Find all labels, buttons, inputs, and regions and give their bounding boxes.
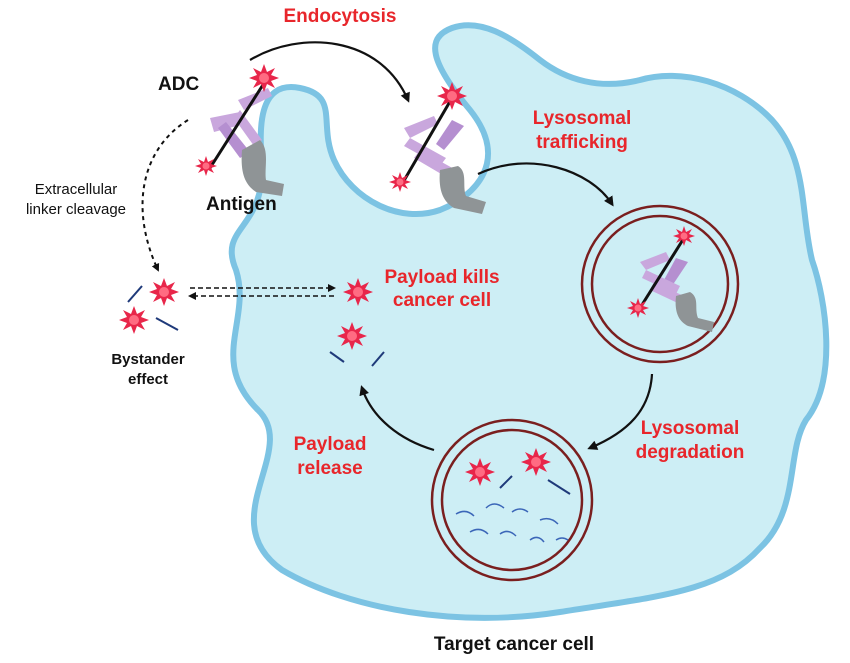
degradation-lysosome-inner [440, 428, 584, 572]
label-lysosomal-trafficking-line1: Lysosomal [533, 108, 632, 129]
label-lysosomal-degradation-line1: Lysosomal [641, 418, 740, 439]
adc-molecule-lysosome [627, 226, 714, 332]
released-payload [329, 278, 385, 367]
degraded-fragments [455, 448, 571, 543]
bystander-payload [119, 278, 179, 334]
label-lysosomal-trafficking-line2: trafficking [536, 132, 628, 153]
label-extracellular-line1: Extracellular [35, 181, 118, 198]
label-extracellular-line2: linker cleavage [26, 201, 126, 218]
lysosome-outer-ring [580, 204, 740, 364]
label-payload-release-line1: Payload [294, 434, 367, 455]
lysosome-inner-ring [590, 214, 730, 354]
cancer-cell-membrane [228, 22, 830, 621]
label-adc: ADC [158, 74, 199, 95]
release-arrow [359, 385, 435, 452]
label-bystander-line2: effect [128, 371, 168, 388]
trafficking-arrow [477, 162, 614, 207]
degradation-lysosome-outer [430, 418, 594, 582]
extracellular-cleavage-arrow [141, 119, 189, 272]
adc-molecule-extracellular [195, 64, 284, 196]
label-antigen: Antigen [206, 194, 277, 215]
label-bystander-line1: Bystander [111, 351, 185, 368]
label-lysosomal-degradation-line2: degradation [636, 442, 745, 463]
label-payload-kills-line1: Payload kills [384, 267, 499, 288]
label-payload-release-line2: release [297, 458, 363, 479]
adc-molecule-endocytosis [389, 82, 486, 214]
endocytosis-arrow [249, 41, 410, 103]
label-endocytosis: Endocytosis [284, 6, 397, 27]
label-payload-kills-line2: cancer cell [393, 290, 491, 311]
degradation-arrow [587, 373, 654, 450]
label-target-cancer-cell: Target cancer cell [434, 634, 594, 655]
